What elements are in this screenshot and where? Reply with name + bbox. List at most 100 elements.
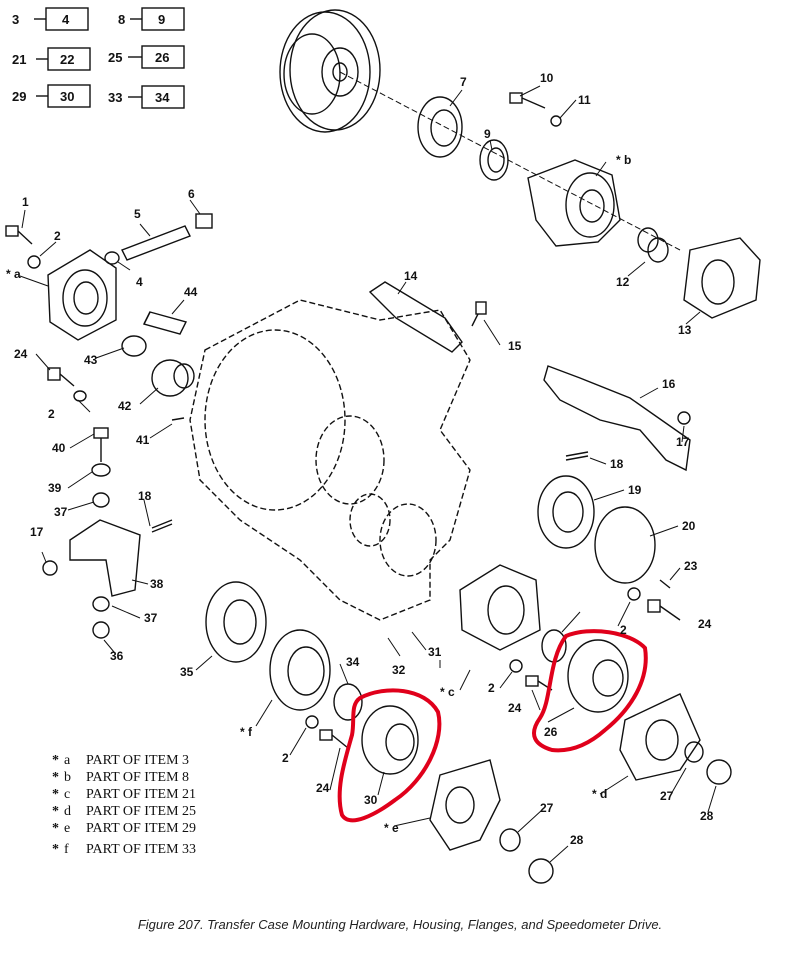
fitting-4	[104, 251, 120, 265]
label-24-lower-left: 24	[316, 781, 330, 795]
bolt-10	[509, 92, 546, 109]
label-35: 35	[180, 665, 194, 679]
gasket-13	[683, 237, 761, 319]
legend-text: PART OF ITEM 29	[86, 821, 197, 836]
legend-text: PART OF ITEM 21	[86, 787, 197, 802]
legend-text: PART OF ITEM 33	[86, 842, 197, 857]
washer-2-left	[73, 390, 87, 402]
housing-c	[459, 564, 541, 651]
leader-lines	[19, 85, 717, 863]
highlight-flange-30	[337, 688, 442, 823]
equivalence-box-texts: 3 4 8 9 21 22 25 26 29 30 33 34	[12, 12, 170, 105]
label-17-left: 17	[30, 525, 44, 539]
washer-11	[550, 115, 562, 127]
stud-18-right	[565, 451, 589, 461]
legend-key: b	[64, 770, 71, 785]
box-right-22: 22	[60, 52, 74, 67]
label-24-left: 24	[14, 347, 28, 361]
washer-27-left	[499, 828, 521, 852]
box-right-26: 26	[155, 50, 169, 65]
washer-2-lower-right	[509, 659, 523, 673]
equivalence-box-8-9	[130, 7, 185, 31]
pin-41	[171, 417, 185, 421]
label-23: 23	[684, 559, 698, 573]
label-5: 5	[134, 207, 141, 221]
nut-28-right	[706, 759, 732, 785]
label-16: 16	[662, 377, 676, 391]
label-28-left: 28	[570, 833, 584, 847]
shaft-5	[121, 213, 213, 261]
label-31: 31	[428, 645, 442, 659]
gasket-19	[537, 475, 595, 549]
sub-label-a: * a	[6, 267, 21, 281]
subassembly-labels: * a * b * c * d * e * f	[6, 153, 631, 835]
sub-label-b: * b	[616, 153, 631, 167]
label-7: 7	[460, 75, 467, 89]
figure-caption: Figure 207. Transfer Case Mounting Hardw…	[137, 917, 663, 932]
nut-17-right	[677, 411, 691, 425]
label-24-lower-right: 24	[508, 701, 522, 715]
box-left-21: 21	[12, 52, 26, 67]
legend-star: *	[52, 787, 59, 802]
label-43: 43	[84, 353, 98, 367]
label-36: 36	[110, 649, 124, 663]
box-right-34: 34	[155, 90, 170, 105]
legend-key: c	[64, 787, 71, 802]
gear-42	[151, 359, 195, 397]
label-26: 26	[544, 725, 558, 739]
box-left-29: 29	[12, 89, 26, 104]
legend-star: *	[52, 753, 59, 768]
screw-24-left	[47, 367, 75, 387]
legend-star: *	[52, 770, 59, 785]
label-38: 38	[150, 577, 164, 591]
label-20: 20	[682, 519, 696, 533]
label-44: 44	[184, 285, 198, 299]
transfer-case-housing	[189, 299, 471, 621]
bolt-40	[93, 427, 109, 462]
legend-key: e	[64, 821, 71, 836]
cover-20	[594, 506, 656, 584]
gasket-35	[205, 581, 267, 663]
oil-seal-7	[417, 96, 463, 158]
label-41: 41	[136, 433, 150, 447]
box-right-4: 4	[62, 12, 70, 27]
stud-18-left	[151, 519, 173, 533]
equivalence-box-33-34	[128, 85, 185, 109]
label-6: 6	[188, 187, 195, 201]
label-2-left: 2	[48, 407, 55, 421]
label-30: 30	[364, 793, 378, 807]
label-19: 19	[628, 483, 642, 497]
flange-30	[361, 705, 419, 775]
plate-14	[368, 281, 463, 353]
label-15: 15	[508, 339, 522, 353]
label-14: 14	[404, 269, 418, 283]
label-39: 39	[48, 481, 62, 495]
label-18-right: 18	[610, 457, 624, 471]
legend-star: *	[52, 804, 59, 819]
label-17-right: 17	[676, 435, 690, 449]
legend-key: a	[64, 753, 71, 768]
label-18-left: 18	[138, 489, 152, 503]
nut-36	[92, 621, 110, 639]
yoke-d	[619, 693, 701, 781]
bracket-16	[543, 365, 691, 472]
label-2-right: 2	[620, 623, 627, 637]
label-40: 40	[52, 441, 66, 455]
label-9: 9	[484, 127, 491, 141]
sub-label-d: * d	[592, 787, 607, 801]
label-27-left: 27	[540, 801, 554, 815]
sub-label-f: * f	[240, 725, 253, 739]
equivalence-box-25-26	[128, 45, 185, 69]
washer-2-lower-left	[305, 715, 319, 729]
washer-27-right	[684, 741, 704, 763]
cover-a	[47, 249, 117, 341]
equivalence-box-3-4	[34, 7, 89, 31]
sub-label-c: * c	[440, 685, 455, 699]
housing-b	[527, 159, 621, 247]
label-37-top: 37	[54, 505, 68, 519]
